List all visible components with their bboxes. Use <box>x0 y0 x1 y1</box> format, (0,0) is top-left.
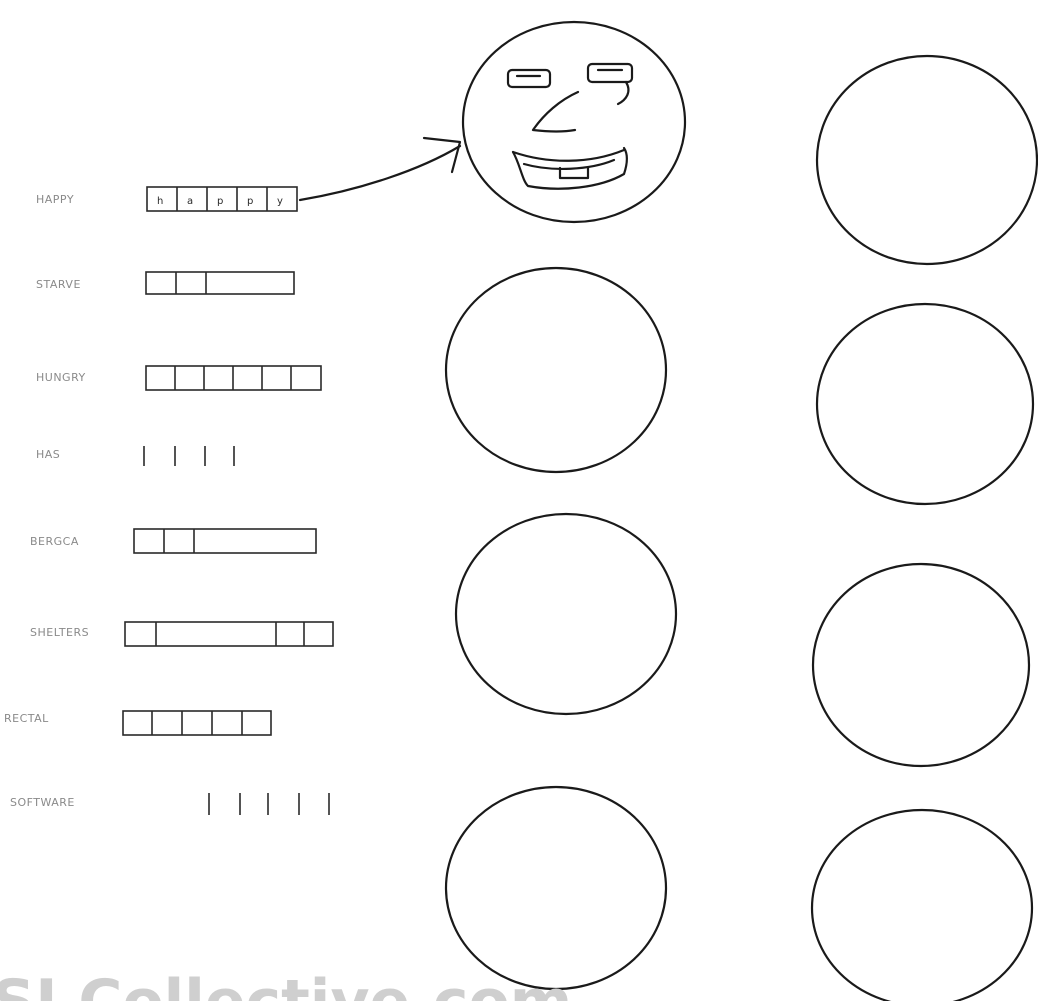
nose <box>533 92 578 132</box>
letter-boxes-shelters <box>125 622 333 646</box>
letter-box-2: a <box>187 196 193 207</box>
letter-boxes-hungry <box>146 366 321 390</box>
letter-boxes-happy: h a p p y <box>147 187 297 211</box>
empty-face-circle <box>456 514 676 714</box>
row-label-happy: HAPPY <box>36 193 74 206</box>
letter-box-5: y <box>277 196 283 207</box>
left-eye <box>508 70 550 87</box>
empty-face-circle <box>817 56 1037 264</box>
row-label-shelters: SHELTERS <box>30 626 89 639</box>
letter-box-4: p <box>247 196 253 207</box>
watermark-text: SI Collective.com <box>0 967 572 1001</box>
row-label-software: SOFTWARE <box>10 796 75 809</box>
letter-ticks-has <box>144 446 234 466</box>
letter-boxes-rectal <box>123 711 271 735</box>
letter-boxes-bergca <box>134 529 316 553</box>
letter-boxes-starve <box>146 272 294 294</box>
empty-face-circle <box>813 564 1029 766</box>
empty-face-circle <box>817 304 1033 504</box>
letter-box-3: p <box>217 196 223 207</box>
empty-face-circle <box>446 268 666 472</box>
letter-ticks-software <box>209 793 329 815</box>
row-label-bergca: BERGCA <box>30 535 79 548</box>
empty-face-circle <box>446 787 666 989</box>
letter-box-1: h <box>157 196 163 207</box>
empty-face-circle <box>812 810 1032 1001</box>
row-label-starve: STARVE <box>36 278 81 291</box>
row-label-hungry: HUNGRY <box>36 371 86 384</box>
right-eye <box>588 64 632 82</box>
arrow-to-happy-face <box>300 138 460 200</box>
happy-face-drawing <box>463 22 685 222</box>
row-label-has: HAS <box>36 448 60 461</box>
row-label-rectal: RECTAL <box>4 712 49 725</box>
